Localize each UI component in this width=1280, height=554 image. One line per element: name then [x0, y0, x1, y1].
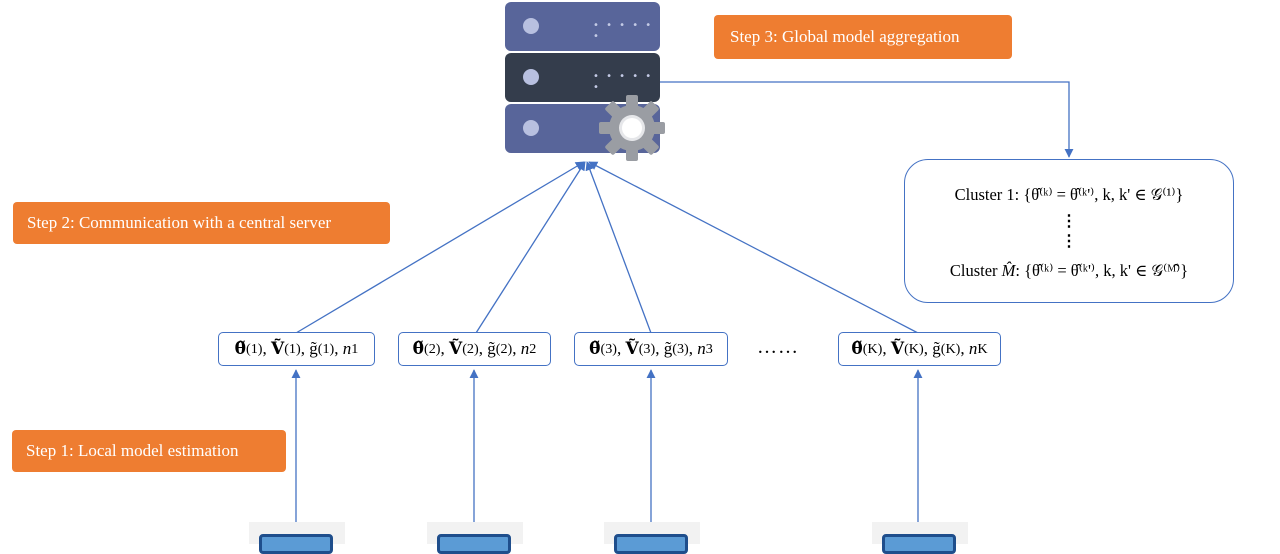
- clusterM-math: : {θ̂⁽ᵏ⁾ = θ̂⁽ᵏ'⁾, k, k' ∈ 𝒢⁽ᴹ̂⁾}: [1015, 261, 1189, 280]
- clients-ellipsis: ……: [757, 336, 799, 358]
- server-vents: • • • • • •: [593, 20, 654, 42]
- v-superscript: (1): [284, 340, 301, 357]
- theta-superscript: (3): [600, 340, 618, 357]
- theta-symbol: θ̃: [412, 339, 424, 359]
- theta-symbol: θ̃: [234, 339, 246, 359]
- laptop-screen: [437, 534, 511, 554]
- clusterM-label: Cluster: [949, 261, 998, 280]
- laptop-icon: [249, 522, 345, 554]
- g-symbol: g̃: [487, 339, 496, 358]
- arrow-client1-to-server: [295, 161, 585, 334]
- n-symbol: n: [968, 339, 978, 358]
- server-led: [523, 69, 539, 85]
- v-superscript: (3): [638, 340, 656, 357]
- step3-label: Step 3: Global model aggregation: [714, 15, 1012, 59]
- gear-icon: [599, 95, 665, 161]
- v-superscript: (K): [904, 340, 924, 357]
- laptop-screen: [614, 534, 688, 554]
- server-unit-middle: • • • • • •: [505, 53, 660, 102]
- server-vents: • • • • • •: [593, 71, 654, 93]
- n-subscript: 1: [351, 340, 359, 357]
- n-subscript: 3: [705, 340, 713, 357]
- step1-text: Step 1: Local model estimation: [26, 441, 239, 460]
- laptop-screen: [882, 534, 956, 554]
- step2-text: Step 2: Communication with a central ser…: [27, 213, 332, 232]
- n-symbol: n: [342, 339, 352, 358]
- theta-superscript: (2): [424, 340, 441, 357]
- g-symbol: g̃: [663, 339, 673, 358]
- laptop-icon: [604, 522, 700, 554]
- step3-text: Step 3: Global model aggregation: [730, 27, 960, 46]
- n-subscript: K: [977, 340, 988, 357]
- laptop-icon: [427, 522, 523, 554]
- g-superscript: (3): [672, 340, 689, 357]
- g-symbol: g̃: [309, 339, 318, 358]
- cluster1-label: Cluster 1:: [954, 185, 1020, 204]
- g-symbol: g̃: [932, 339, 941, 358]
- g-superscript: (1): [317, 340, 335, 357]
- g-superscript: (2): [495, 340, 513, 357]
- theta-superscript: (1): [246, 340, 263, 357]
- v-symbol: Ṽ: [449, 339, 463, 359]
- cluster1-math: {θ̂⁽ᵏ⁾ = θ̂⁽ᵏ'⁾, k, k' ∈ 𝒢⁽¹⁾}: [1023, 185, 1184, 204]
- step2-label: Step 2: Communication with a central ser…: [13, 202, 390, 244]
- v-symbol: Ṽ: [625, 339, 639, 359]
- step1-label: Step 1: Local model estimation: [12, 430, 286, 472]
- cluster-box: Cluster 1: {θ̂⁽ᵏ⁾ = θ̂⁽ᵏ'⁾, k, k' ∈ 𝒢⁽¹⁾…: [904, 159, 1234, 303]
- theta-superscript: (K): [862, 340, 883, 357]
- vertical-dots: ⋮: [1061, 233, 1077, 250]
- laptop-icon: [872, 522, 968, 554]
- v-superscript: (2): [462, 340, 479, 357]
- server-led: [523, 120, 539, 136]
- n-symbol: n: [520, 339, 530, 358]
- n-symbol: n: [697, 339, 706, 358]
- vertical-dots: ⋮: [1061, 213, 1077, 230]
- arrow-server-to-cluster: [660, 81, 1074, 158]
- arrow-client2-to-server: [475, 161, 586, 334]
- theta-symbol: θ̃: [589, 339, 601, 359]
- g-superscript: (K): [940, 340, 961, 357]
- clusterM-symbol: M̂: [1001, 261, 1016, 280]
- arrow-client3-to-server: [585, 161, 652, 334]
- arrow-clientK-to-server: [588, 161, 919, 334]
- cluster-line-M: Cluster M̂: {θ̂⁽ᵏ⁾ = θ̂⁽ᵏ'⁾, k, k' ∈ 𝒢⁽ᴹ…: [905, 261, 1233, 281]
- theta-symbol: θ̃: [851, 339, 863, 359]
- laptop-screen: [259, 534, 333, 554]
- v-symbol: Ṽ: [890, 339, 905, 359]
- cluster-line-1: Cluster 1: {θ̂⁽ᵏ⁾ = θ̂⁽ᵏ'⁾, k, k' ∈ 𝒢⁽¹⁾…: [905, 185, 1233, 205]
- v-symbol: Ṽ: [271, 339, 285, 359]
- server-unit-top: • • • • • •: [505, 2, 660, 51]
- server-led: [523, 18, 539, 34]
- n-subscript: 2: [529, 340, 537, 357]
